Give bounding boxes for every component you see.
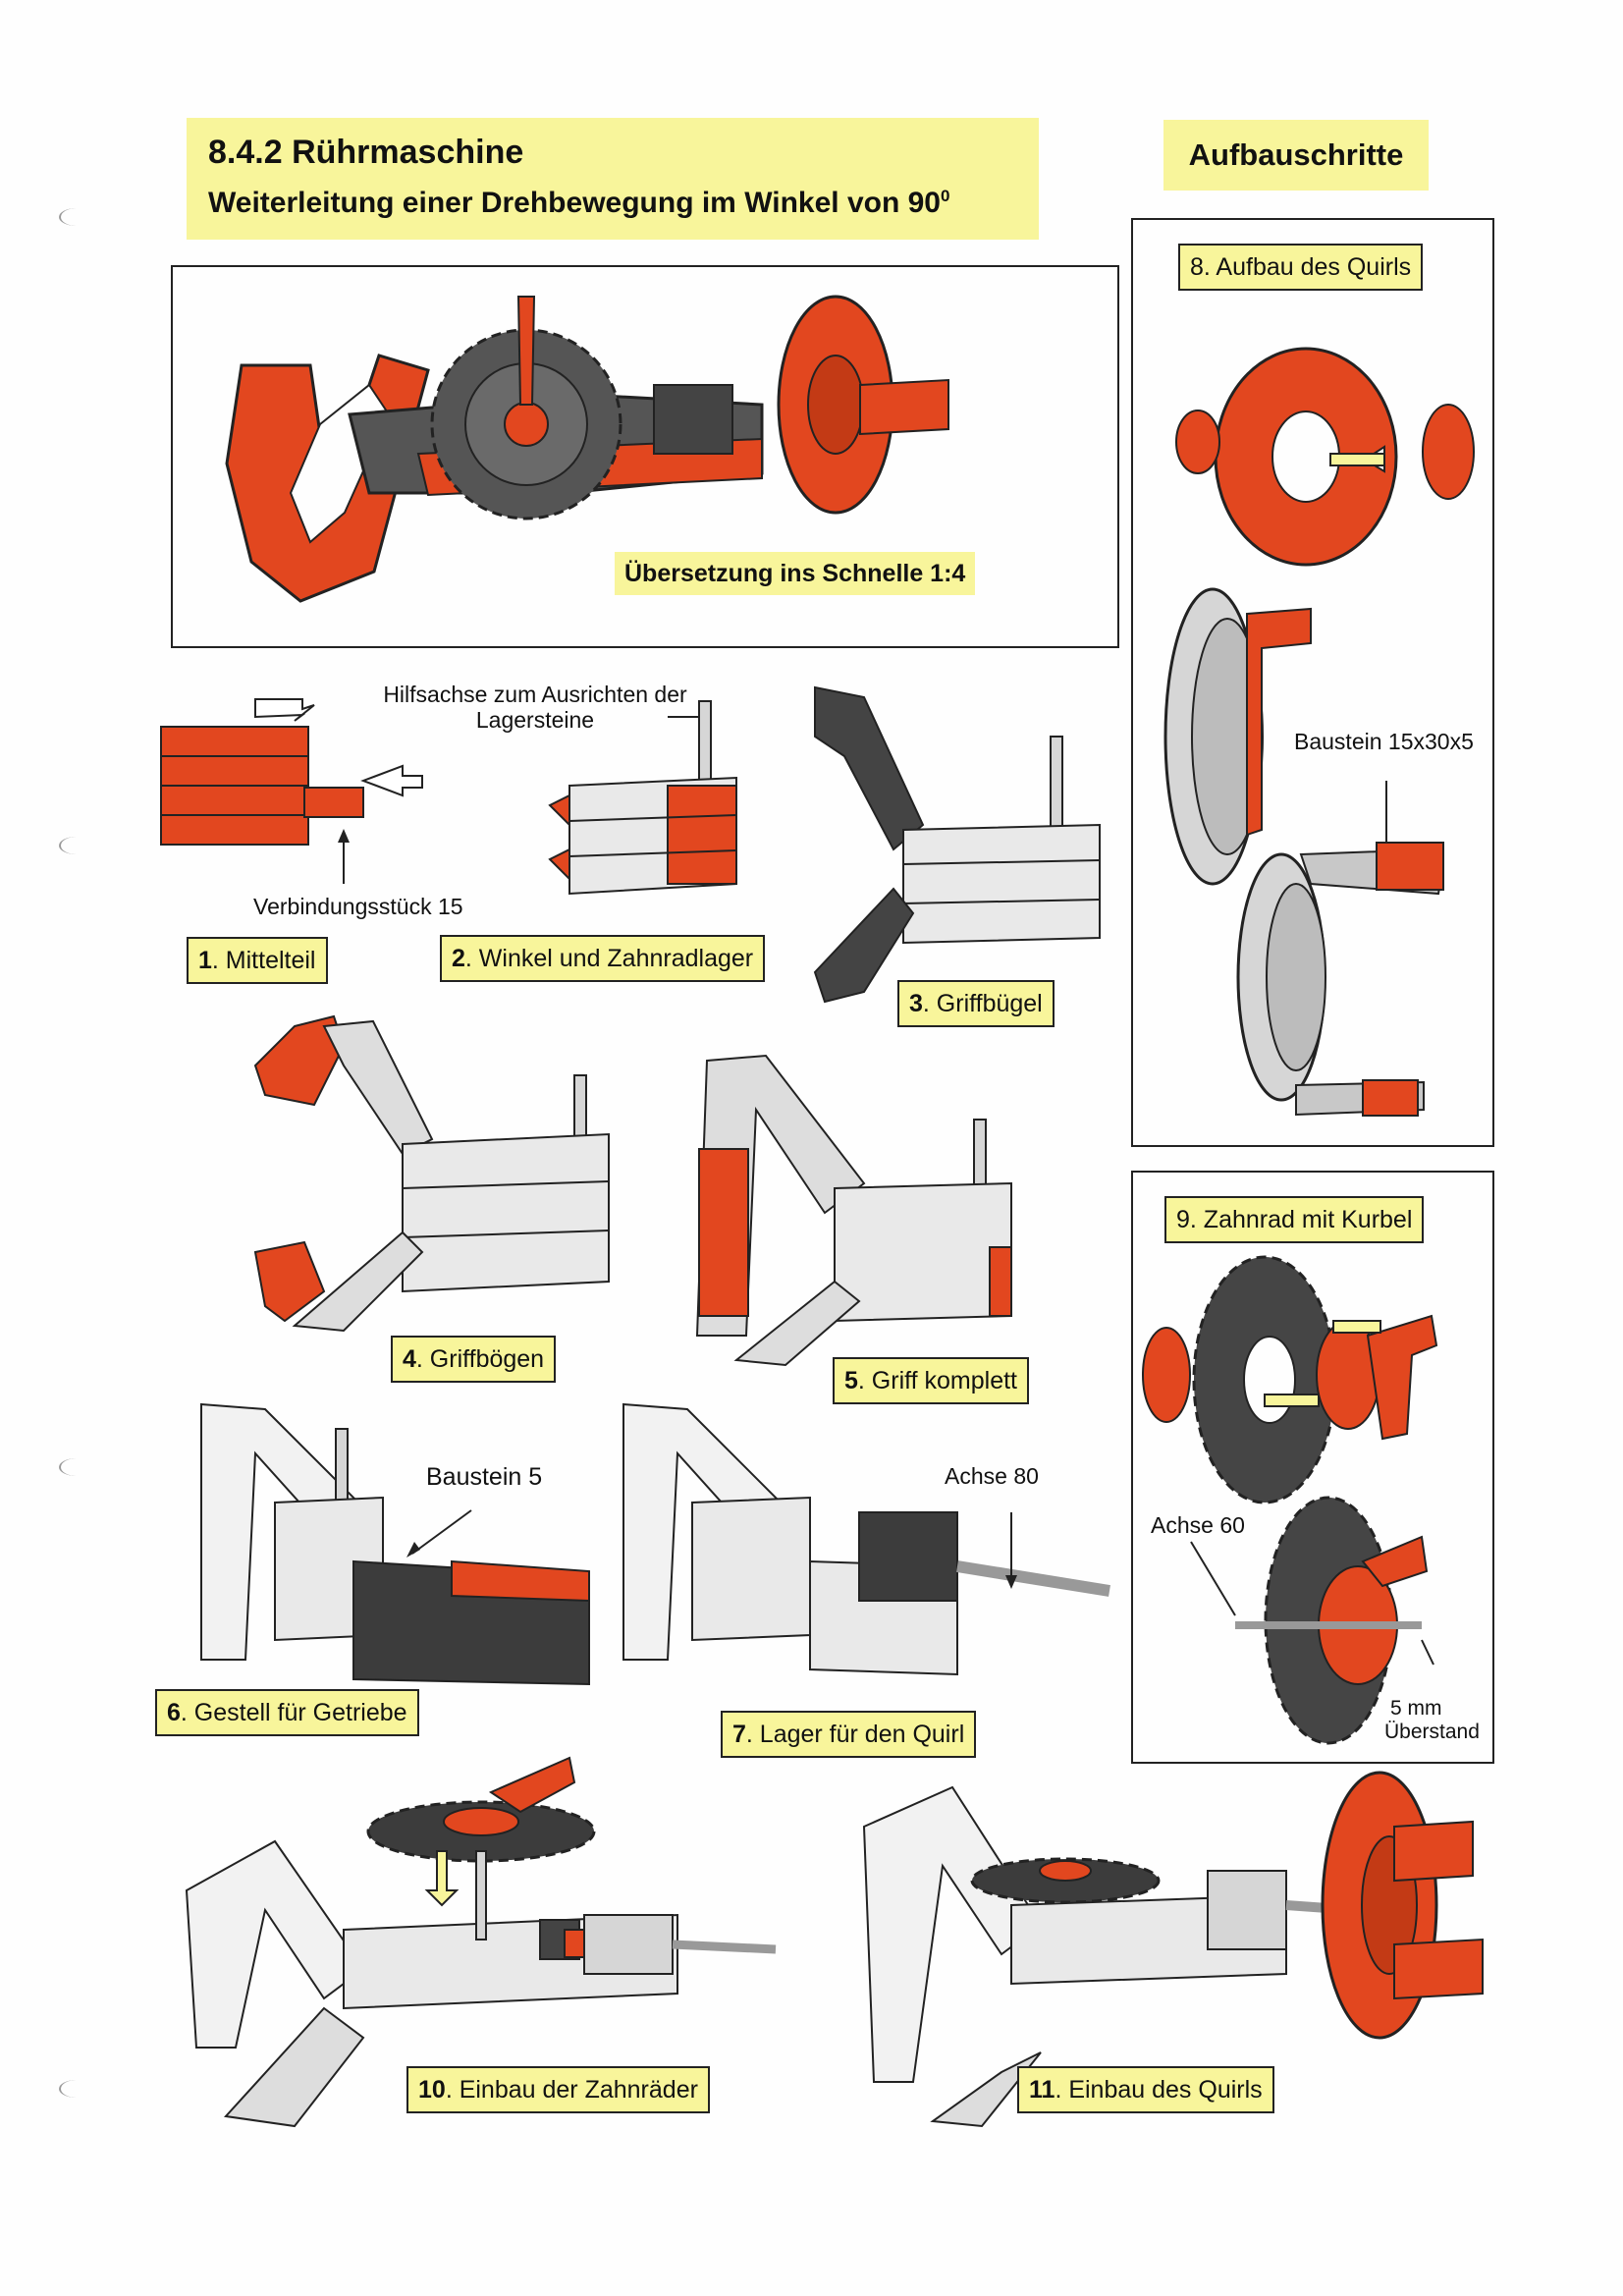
side-title: Aufbauschritte	[1163, 120, 1429, 191]
step-3-illustration	[813, 685, 1101, 1004]
step-9-label: 9. Zahnrad mit Kurbel	[1164, 1196, 1425, 1243]
hilfsachse-note-2: Lagersteine	[475, 707, 595, 733]
zahnrad-panel	[1131, 1171, 1494, 1764]
step-11-label: 11. Einbau des Quirls	[1017, 2066, 1274, 2113]
step-1-label: 1. Mittelteil	[187, 937, 328, 984]
step-6-label: 6. Gestell für Getriebe	[155, 1689, 419, 1736]
step-2-label: 2. Winkel und Zahnradlager	[440, 935, 766, 982]
baustein5-note: Baustein 5	[426, 1463, 543, 1491]
punch-hole	[59, 208, 94, 226]
step-7-illustration	[622, 1402, 1110, 1676]
hero-caption: Übersetzung ins Schnelle 1:4	[615, 552, 976, 595]
ueberstand-note-1: 5 mm	[1390, 1697, 1442, 1720]
step-7-label: 7. Lager für den Quirl	[721, 1711, 977, 1758]
step-3-label: 3. Griffbügel	[897, 980, 1055, 1027]
step-5-illustration	[695, 1054, 1012, 1367]
punch-hole	[59, 837, 94, 854]
section-title: 8.4.2 Rührmaschine	[208, 134, 524, 171]
step-1-illustration	[160, 698, 423, 884]
baustein5-arrow	[406, 1509, 472, 1558]
hilfsachse-note-1: Hilfsachse zum Ausrichten der	[383, 682, 687, 707]
zahnrad-illustration	[1142, 1255, 1438, 1745]
step-11-illustration	[862, 1771, 1484, 2128]
quirl-illustration	[1163, 347, 1475, 1117]
title-box: 8.4.2 Rührmaschine Weiterleitung einer D…	[187, 118, 1039, 240]
step-4-label: 4. Griffbögen	[391, 1336, 557, 1383]
ueberstand-note-2: Überstand	[1384, 1721, 1480, 1743]
step-10-label: 10. Einbau der Zahnräder	[406, 2066, 710, 2113]
quirl-panel	[1131, 218, 1494, 1147]
step-8-label: 8. Aufbau des Quirls	[1178, 244, 1424, 291]
step-5-label: 5. Griff komplett	[833, 1357, 1029, 1404]
hero-frame	[171, 265, 1119, 648]
punch-hole	[59, 1458, 94, 1476]
punch-hole	[59, 2080, 94, 2098]
step-10-illustration	[185, 1756, 777, 2128]
achse60-note: Achse 60	[1151, 1512, 1245, 1538]
step-6-illustration	[200, 1402, 590, 1686]
hero-illustration	[225, 295, 949, 603]
step-2-illustration	[548, 700, 737, 896]
step-4-illustration	[253, 1014, 610, 1333]
subtitle: Weiterleitung einer Drehbewegung im Wink…	[208, 187, 950, 219]
verbindungsstueck-note: Verbindungsstück 15	[253, 894, 463, 919]
achse80-note: Achse 80	[945, 1463, 1039, 1489]
baustein15-note: Baustein 15x30x5	[1294, 729, 1474, 754]
